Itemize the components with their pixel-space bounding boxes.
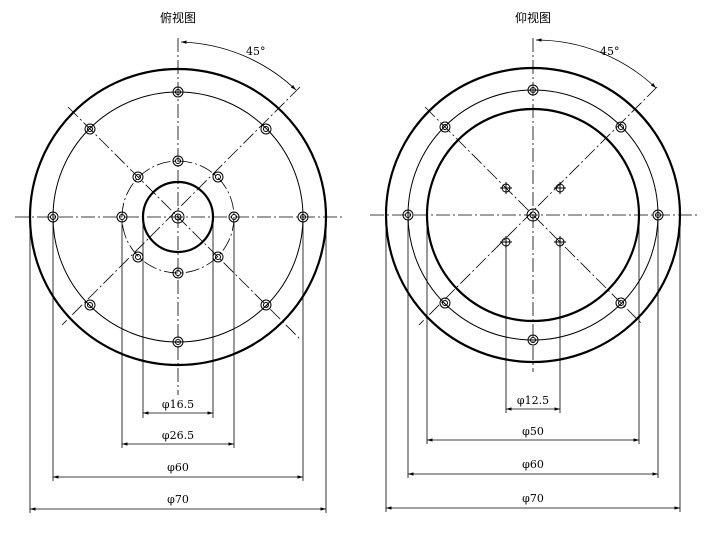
- dimension-label: φ50: [522, 425, 544, 438]
- inner-bolt-circle: [121, 160, 235, 274]
- bolt-circle: [52, 91, 304, 343]
- angle-arc: [535, 38, 657, 89]
- diagonal-centerline: [418, 86, 658, 326]
- diagonal-centerline: [61, 86, 301, 326]
- center-hole: [526, 208, 540, 222]
- dimension-label: φ26.5: [162, 429, 194, 442]
- dimension-label: φ60: [167, 461, 189, 474]
- angle-label: 45°: [600, 45, 620, 58]
- bottom-view-title: 仰视图: [515, 10, 551, 25]
- dimension-label: φ70: [522, 492, 544, 505]
- center-hole-inner: [529, 211, 537, 219]
- top-view-title: 俯视图: [160, 10, 196, 25]
- diagonal-centerline: [67, 106, 301, 340]
- dimension-label: φ70: [167, 493, 189, 506]
- inner-hole-group: [116, 155, 240, 279]
- dimension-label: φ12.5: [517, 394, 549, 407]
- diagonal-centerline: [424, 106, 642, 324]
- top-view: 俯视图: [15, 10, 343, 513]
- angle-label: 45°: [246, 45, 266, 58]
- outer-hole-group: [47, 86, 309, 348]
- outer-hole-group: [402, 84, 664, 346]
- center-hole: [171, 210, 185, 224]
- angle-arc: [180, 40, 297, 91]
- center-hole-inner: [174, 213, 182, 221]
- bottom-view: 仰视图: [370, 10, 700, 512]
- dimension-label: φ16.5: [162, 398, 194, 411]
- bolt-circle: [407, 89, 659, 341]
- dimension-label: φ60: [522, 458, 544, 471]
